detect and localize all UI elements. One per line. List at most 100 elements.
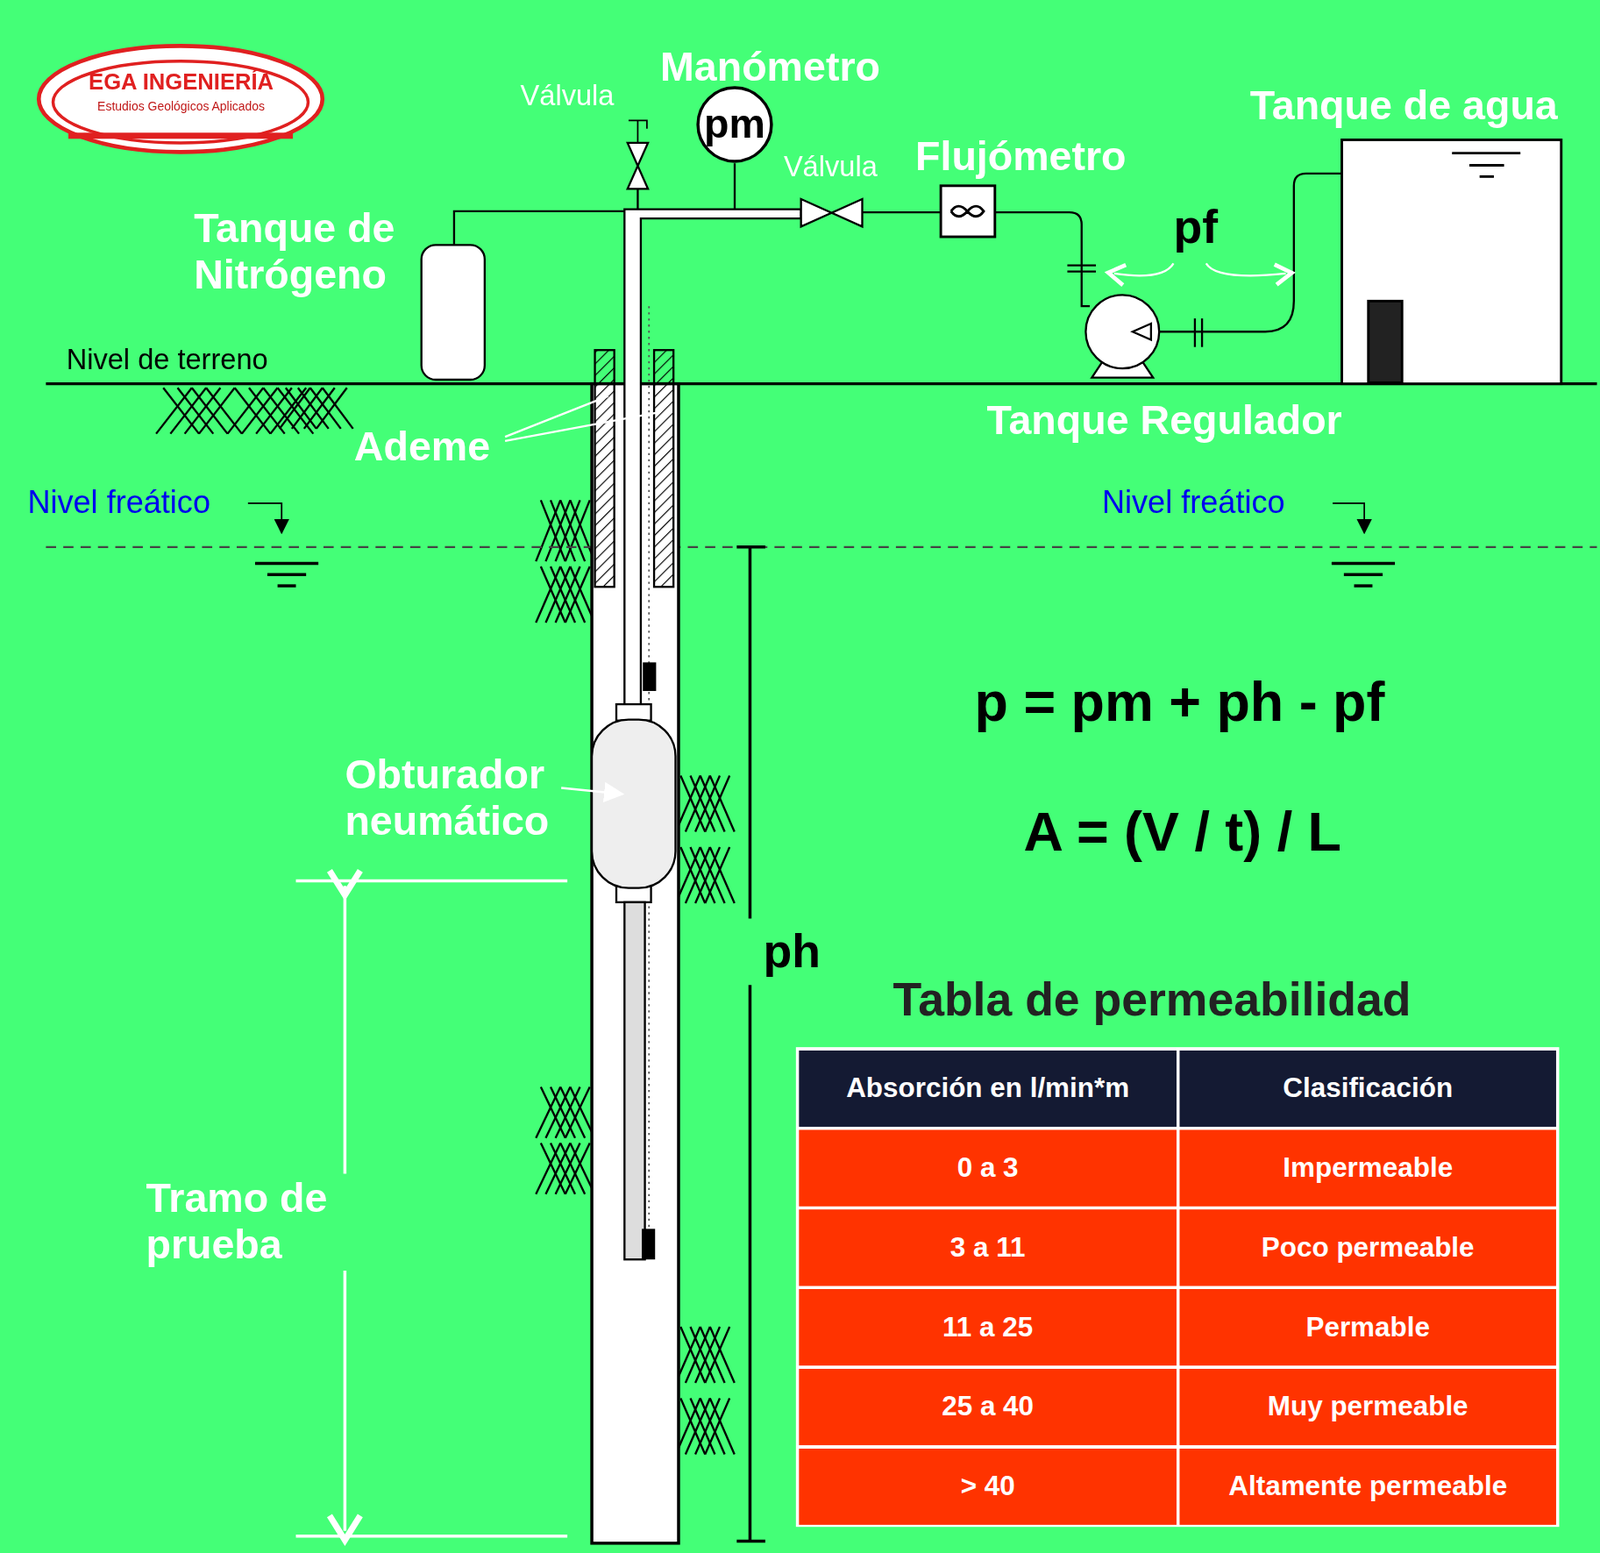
soil-hatching xyxy=(540,499,566,562)
soil-hatching xyxy=(704,1398,730,1455)
soil-hatching xyxy=(177,387,214,434)
soil-hatching xyxy=(163,387,200,434)
table-cell: Impermeable xyxy=(1179,1129,1556,1206)
water-symbol xyxy=(277,583,297,587)
soil-hatching xyxy=(206,387,242,434)
soil-hatching xyxy=(710,1326,735,1383)
soil-hatching xyxy=(550,1143,576,1195)
test-section xyxy=(296,879,569,882)
pump xyxy=(1085,294,1160,369)
water-symbol xyxy=(1353,583,1373,587)
soil-hatching xyxy=(277,387,314,434)
soil-hatching xyxy=(689,1326,715,1383)
leader-line xyxy=(561,788,623,795)
soil-hatching xyxy=(540,1087,566,1138)
valve xyxy=(733,163,736,209)
pf-arrows xyxy=(1114,263,1287,276)
table-header: Clasificación xyxy=(1179,1050,1556,1127)
soil-hatching xyxy=(535,1143,561,1195)
casing xyxy=(595,349,615,587)
ph-dimension xyxy=(736,1539,766,1543)
level-arrow xyxy=(1332,503,1365,534)
water-tank xyxy=(1469,163,1505,167)
test-section xyxy=(343,1270,347,1531)
logo-ellipse: EGA INGENIERÍAEstudios Geológicos Aplica… xyxy=(35,42,328,156)
soil-hatching xyxy=(685,846,711,904)
soil-hatching xyxy=(685,775,711,832)
label: Ademe xyxy=(354,422,491,470)
soil-hatching xyxy=(199,387,235,434)
soil-hatching xyxy=(689,775,715,832)
ground-line xyxy=(45,382,592,385)
water-line xyxy=(861,211,941,214)
label: Obturador neumático xyxy=(344,749,590,844)
water-tank xyxy=(1451,151,1521,155)
soil-hatching xyxy=(565,566,591,623)
table-cell: 3 a 11 xyxy=(798,1208,1177,1286)
table-header: Absorción en l/min*m xyxy=(798,1050,1177,1127)
soil-hatching xyxy=(700,1326,726,1383)
table-cell: > 40 xyxy=(798,1448,1177,1525)
soil-hatching xyxy=(685,1398,711,1455)
pipe xyxy=(624,209,801,715)
water-symbol xyxy=(267,573,306,576)
soil-hatching xyxy=(540,1143,566,1195)
label: Tanque Regulador xyxy=(986,396,1342,444)
soil-hatching xyxy=(565,1143,591,1195)
soil-hatching xyxy=(310,387,342,429)
packer xyxy=(624,902,645,1259)
label: Flujómetro xyxy=(915,132,1127,180)
soil-hatching xyxy=(555,566,581,623)
water-tank xyxy=(1342,139,1562,384)
leader-line xyxy=(504,396,660,795)
logo-subtitle: Estudios Geológicos Aplicados xyxy=(35,99,328,114)
soil-hatching xyxy=(710,775,735,832)
soil-hatching xyxy=(535,566,561,623)
table-cell: 11 a 25 xyxy=(798,1288,1177,1366)
label: Nivel freático xyxy=(27,484,211,521)
soil-hatching xyxy=(700,1398,726,1455)
flowmeter xyxy=(940,185,996,237)
flowmeter xyxy=(951,206,984,217)
gauge-label: pm xyxy=(696,99,774,148)
soil-hatching xyxy=(704,846,730,904)
logo-band xyxy=(68,132,293,139)
soil-hatching xyxy=(695,1398,720,1455)
water-line xyxy=(1194,318,1196,348)
soil-hatching xyxy=(535,1087,561,1138)
packer xyxy=(616,704,652,721)
label: Nivel de terreno xyxy=(66,343,269,377)
soil-hatching xyxy=(184,387,221,434)
nitrogen-tank xyxy=(421,244,485,380)
gauge-circle: pm xyxy=(696,85,774,164)
table-cell: 0 a 3 xyxy=(798,1129,1177,1206)
soil-hatching xyxy=(710,846,735,904)
pf-arrows xyxy=(1114,263,1174,276)
soil-hatching xyxy=(550,566,576,623)
table-cell: Altamente permeable xyxy=(1179,1448,1556,1525)
soil-hatching xyxy=(680,775,705,832)
nitrogen-tank xyxy=(421,244,485,380)
pipe xyxy=(454,211,625,245)
soil-hatching xyxy=(550,499,576,562)
soil-hatching xyxy=(545,566,570,623)
soil-hatching xyxy=(680,846,705,904)
soil-hatching xyxy=(685,1326,711,1383)
label: Tanque de Nitrógeno xyxy=(193,204,449,299)
label: pf xyxy=(1173,199,1218,255)
pf-arrows xyxy=(1206,263,1287,276)
soil-hatching xyxy=(170,387,207,434)
soil-hatching xyxy=(270,387,306,434)
soil-hatching xyxy=(700,775,726,832)
soil-hatching xyxy=(555,1143,581,1195)
soil-hatching xyxy=(234,387,271,434)
soil-hatching xyxy=(560,1143,585,1195)
soil-hatching xyxy=(704,775,730,832)
packer xyxy=(642,1229,655,1259)
soil-hatching xyxy=(560,1087,585,1138)
table-cell: 25 a 40 xyxy=(798,1368,1177,1445)
soil-hatching xyxy=(695,846,720,904)
table-frame xyxy=(796,1046,1560,1527)
valve xyxy=(628,120,648,143)
soil-hatching xyxy=(565,1087,591,1138)
